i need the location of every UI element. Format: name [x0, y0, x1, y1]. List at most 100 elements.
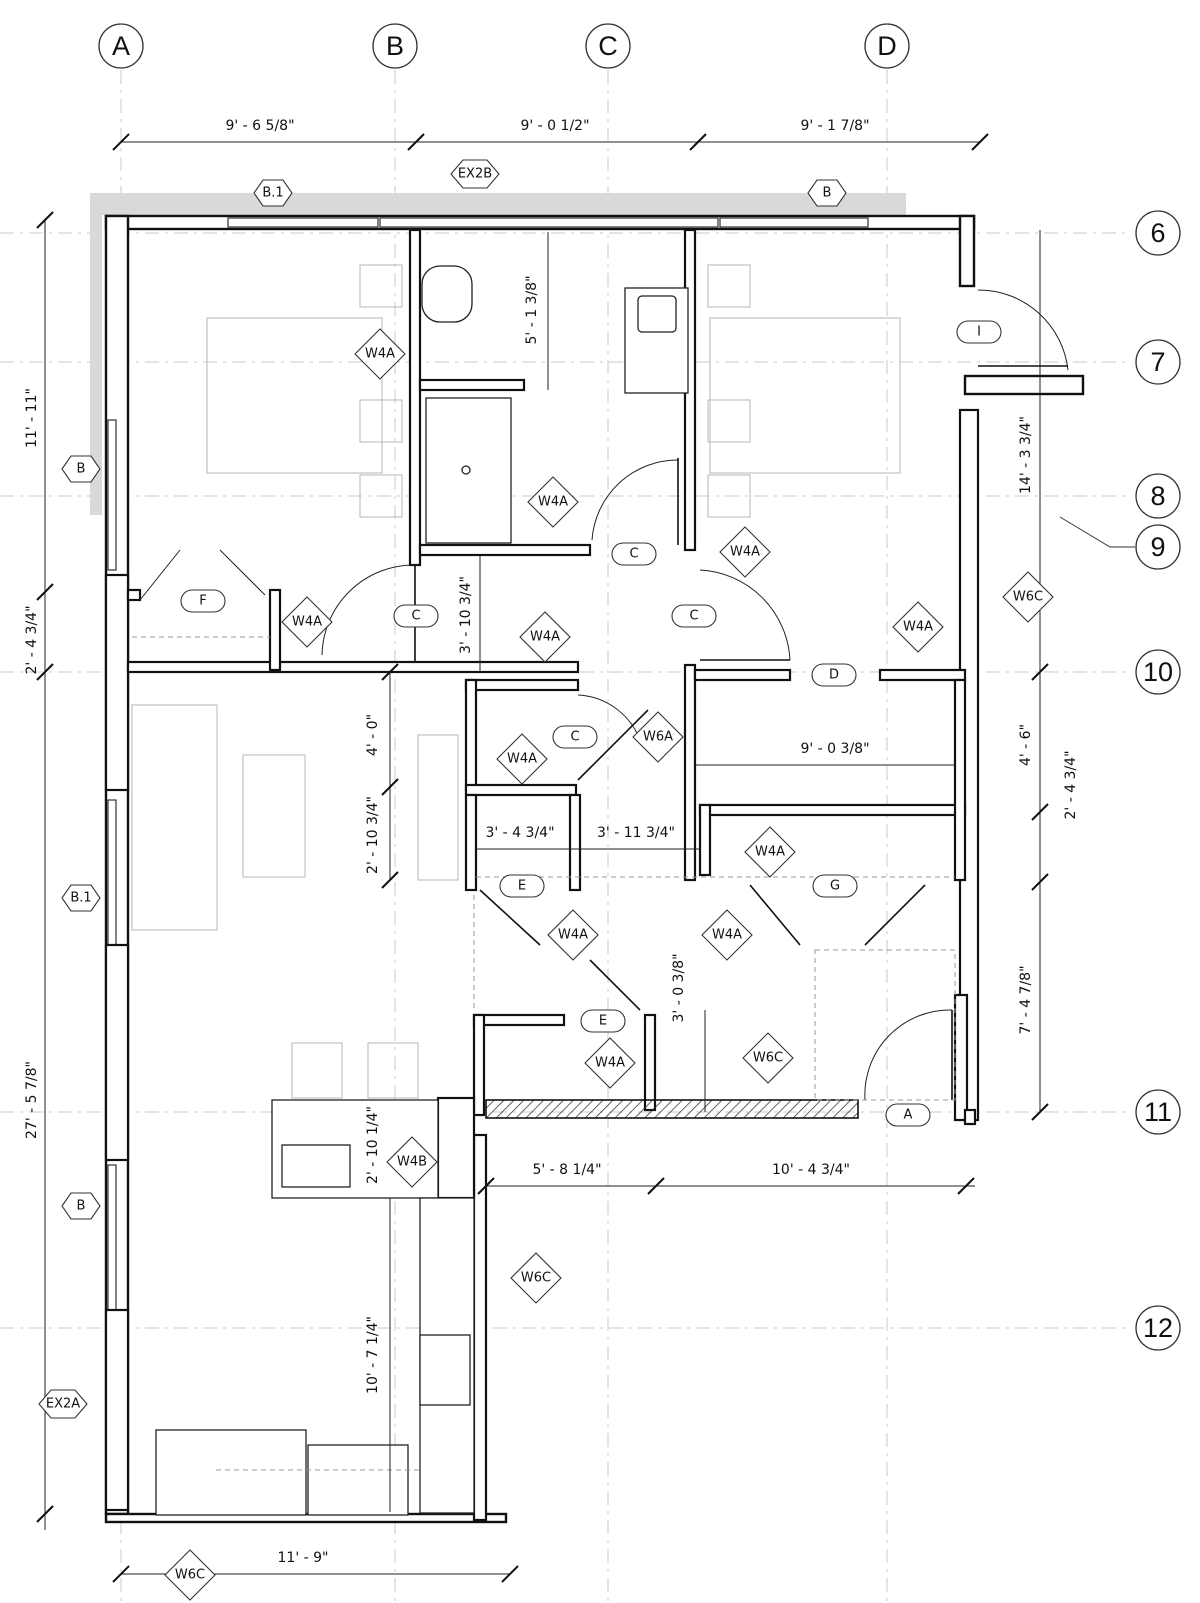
- dimensions: 9' - 6 5/8" 9' - 0 1/2" 9' - 1 7/8" 11' …: [24, 118, 1079, 1583]
- svg-text:B: B: [77, 462, 86, 477]
- svg-text:A: A: [904, 1108, 913, 1123]
- grid-bubble-12: 12: [1135, 1305, 1181, 1351]
- svg-text:W4A: W4A: [538, 495, 568, 510]
- svg-text:F: F: [199, 594, 206, 609]
- svg-text:B: B: [823, 186, 832, 201]
- grid-bubble-b: B: [372, 23, 418, 69]
- dimension-label: 14' - 3 3/4": [1018, 416, 1034, 494]
- wall-tag: W6A: [632, 711, 684, 763]
- grid-label: 10: [1143, 657, 1173, 687]
- wall-tag: W4A: [719, 526, 771, 578]
- dimension-label: 3' - 10 3/4": [458, 576, 474, 654]
- svg-text:W6C: W6C: [1013, 590, 1043, 605]
- door-tag: E: [499, 874, 545, 898]
- door-tag: E: [580, 1009, 626, 1033]
- svg-text:W4B: W4B: [397, 1155, 427, 1170]
- svg-text:B.1: B.1: [70, 891, 91, 906]
- svg-text:EX2B: EX2B: [458, 167, 492, 182]
- grid-bubble-7: 7: [1135, 339, 1181, 385]
- dimension-label: 3' - 0 3/8": [671, 953, 687, 1022]
- grid-bubble-d: D: [864, 23, 910, 69]
- grid-bubble-11: 11: [1135, 1089, 1181, 1135]
- grid-label: B: [386, 31, 404, 61]
- dimension-label: 9' - 0 1/2": [520, 118, 589, 134]
- dimension-label: 27' - 5 7/8": [24, 1061, 40, 1139]
- svg-text:C: C: [570, 730, 579, 745]
- svg-text:W4A: W4A: [755, 845, 785, 860]
- wall-tag: W6C: [1002, 571, 1054, 623]
- svg-text:W4A: W4A: [292, 615, 322, 630]
- svg-text:W4A: W4A: [365, 347, 395, 362]
- wall-tag: W4A: [519, 611, 571, 663]
- exterior-shell: [90, 193, 1085, 1524]
- door-tag: C: [552, 725, 598, 749]
- grid-bubble-6: 6: [1135, 210, 1181, 256]
- wall-tag: W4A: [892, 601, 944, 653]
- dimension-label: 3' - 11 3/4": [597, 825, 675, 841]
- svg-text:W6A: W6A: [643, 730, 673, 745]
- wall-tag: W4A: [281, 596, 333, 648]
- dimension-label: 9' - 1 7/8": [800, 118, 869, 134]
- svg-text:C: C: [689, 609, 698, 624]
- wall-tag: W4A: [744, 826, 796, 878]
- grid-label: A: [112, 31, 130, 61]
- wall-tag: W4A: [496, 733, 548, 785]
- exterior-tag: B.1: [253, 179, 293, 207]
- grid-label: 11: [1144, 1097, 1172, 1127]
- svg-text:W4A: W4A: [712, 928, 742, 943]
- dimension-label: 3' - 4 3/4": [485, 825, 554, 841]
- dimension-label: 2' - 4 3/4": [24, 605, 40, 674]
- doors: [139, 289, 1069, 1101]
- grid-bubbles: A B C D 6 7 8 9 10 11 12: [98, 23, 1181, 1351]
- dimension-label: 2' - 10 3/4": [365, 796, 381, 874]
- svg-text:B: B: [77, 1199, 86, 1214]
- wall-tag: W6C: [164, 1549, 216, 1601]
- grid-label: 6: [1150, 218, 1165, 248]
- exterior-tag: B: [61, 1192, 101, 1220]
- wall-tag: W6C: [742, 1032, 794, 1084]
- door-tag: G: [812, 874, 858, 898]
- grid-label: C: [598, 31, 618, 61]
- svg-text:C: C: [411, 609, 420, 624]
- door-tag: D: [811, 663, 857, 687]
- furniture: [131, 264, 956, 1516]
- exterior-tag: EX2A: [38, 1389, 88, 1419]
- interior-walls: [126, 228, 977, 1200]
- dimension-label: 11' - 9": [278, 1550, 329, 1566]
- grid-label: D: [877, 31, 897, 61]
- svg-text:E: E: [518, 879, 526, 894]
- grid-label: 7: [1150, 347, 1165, 377]
- wall-tag: W4A: [354, 328, 406, 380]
- grid-bubble-c: C: [585, 23, 631, 69]
- dimension-label: 4' - 0": [365, 714, 381, 756]
- svg-text:W4A: W4A: [507, 752, 537, 767]
- svg-text:W4A: W4A: [595, 1056, 625, 1071]
- svg-text:I: I: [977, 325, 981, 340]
- exterior-wall-tags: EX2B B.1 B B B.1 B EX2A: [38, 159, 847, 1419]
- dimension-label: 7' - 4 7/8": [1018, 965, 1034, 1034]
- wall-tag: W4B: [386, 1136, 438, 1188]
- dimension-label: 10' - 4 3/4": [772, 1162, 850, 1178]
- wall-tag: W4A: [527, 476, 579, 528]
- dimension-label: 10' - 7 1/4": [365, 1316, 381, 1394]
- exterior-tag: EX2B: [450, 159, 500, 189]
- svg-text:G: G: [830, 879, 840, 894]
- svg-text:W6C: W6C: [753, 1051, 783, 1066]
- door-tag: C: [393, 604, 439, 628]
- grid-label: 8: [1150, 481, 1165, 511]
- svg-text:E: E: [599, 1014, 607, 1029]
- svg-text:EX2A: EX2A: [46, 1397, 80, 1412]
- grid-bubble-9: 9: [1135, 524, 1181, 570]
- dimension-label: 11' - 11": [24, 388, 40, 448]
- wall-tag: W6C: [510, 1252, 562, 1304]
- door-tag: C: [671, 604, 717, 628]
- grid-label: 12: [1143, 1313, 1173, 1343]
- dimension-label: 9' - 0 3/8": [800, 741, 869, 757]
- door-tag: C: [611, 542, 657, 566]
- door-tag: I: [956, 320, 1002, 344]
- wall-tag: W4A: [547, 909, 599, 961]
- grid-bubble-a: A: [98, 23, 144, 69]
- svg-text:W4A: W4A: [558, 928, 588, 943]
- dimension-label: 2' - 4 3/4": [1063, 750, 1079, 819]
